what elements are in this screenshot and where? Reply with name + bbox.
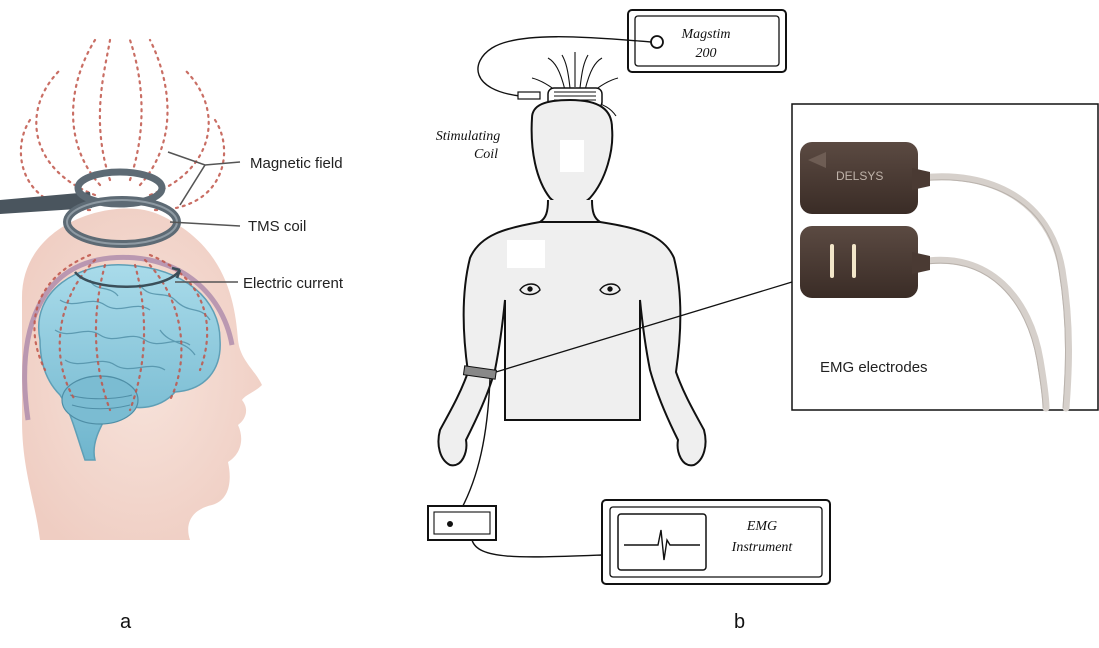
panel-letter-a: a <box>120 611 132 633</box>
panel-b: Magstim 200 <box>428 10 1098 633</box>
electrode-lower <box>800 226 930 298</box>
electrode-upper: DELSYS <box>800 142 930 214</box>
panel-letter-b: b <box>734 611 745 633</box>
label-tms-coil: TMS coil <box>248 218 306 235</box>
instrument-cable <box>472 540 602 557</box>
panel-a: Magnetic field TMS coil Electric current… <box>0 40 344 633</box>
stimulator-model: 200 <box>696 46 717 61</box>
inset-caption: EMG electrodes <box>820 359 928 376</box>
coil-label-line1: Stimulating <box>436 129 501 144</box>
label-electric-current: Electric current <box>243 275 344 292</box>
stimulator-name: Magstim <box>681 27 731 42</box>
emg-instrument-line1: EMG <box>746 519 777 534</box>
stimulator-port <box>651 36 663 48</box>
electrode-brand: DELSYS <box>836 169 883 183</box>
coil-label-line2: Coil <box>474 147 498 162</box>
cerebellum <box>62 376 138 424</box>
label-magnetic-field: Magnetic field <box>250 155 343 172</box>
emg-instrument-line2: Instrument <box>731 540 794 555</box>
